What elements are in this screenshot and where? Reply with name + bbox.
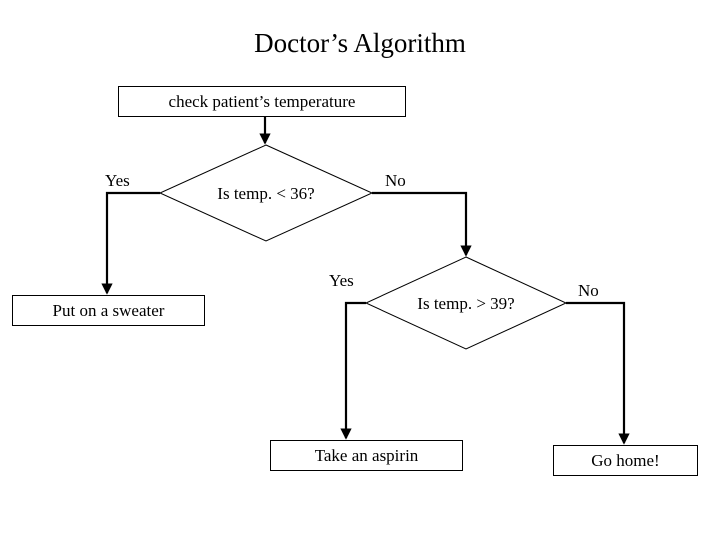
node-decision-temp-below-36-label[interactable]: Is temp. < 36? — [217, 184, 315, 203]
edge-label-decision1-no: No — [385, 171, 406, 190]
edge-decision2-yes-to-aspirin — [340, 301, 366, 440]
node-go-home-label: Go home! — [591, 450, 660, 470]
edge-label-decision2-yes: Yes — [329, 271, 354, 290]
page-title: Doctor’s Algorithm — [254, 28, 466, 58]
node-take-an-aspirin[interactable]: Take an aspirin — [270, 440, 463, 471]
node-go-home[interactable]: Go home! — [553, 445, 698, 476]
edge-label-decision1-yes: Yes — [105, 171, 130, 190]
node-check-temperature-label: check patient’s temperature — [168, 91, 356, 111]
edge-decision1-yes-to-sweater — [101, 191, 160, 295]
edge-label-decision2-no: No — [578, 281, 599, 300]
node-put-on-sweater-label: Put on a sweater — [52, 300, 165, 320]
node-decision-temp-above-39-label[interactable]: Is temp. > 39? — [417, 294, 515, 313]
edge-decision2-no-to-gohome — [566, 301, 630, 445]
node-check-temperature[interactable]: check patient’s temperature — [118, 86, 406, 117]
node-put-on-sweater[interactable]: Put on a sweater — [12, 295, 205, 326]
edge-decision1-no-to-decision2 — [372, 191, 472, 257]
node-take-an-aspirin-label: Take an aspirin — [314, 445, 419, 465]
